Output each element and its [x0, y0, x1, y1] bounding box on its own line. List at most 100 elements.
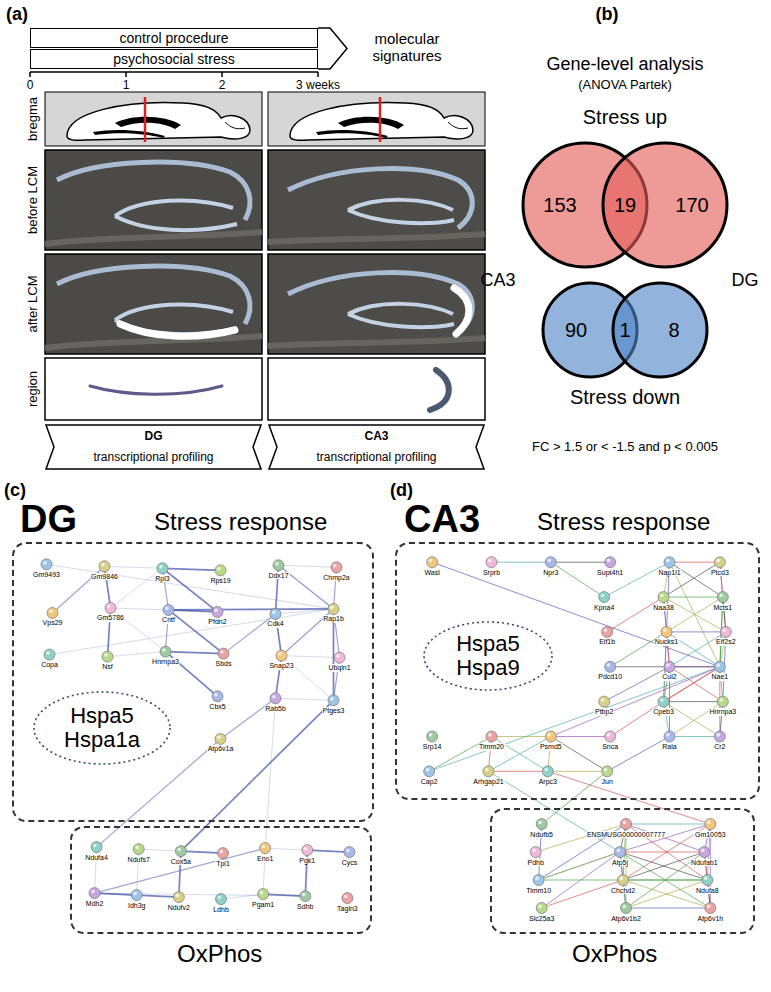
- interaction-line: [169, 609, 334, 610]
- interaction-line: [489, 771, 548, 772]
- set-title: Stress up: [583, 106, 667, 129]
- node-highlight: [716, 663, 720, 667]
- node-highlight: [617, 849, 621, 853]
- interaction-line: [492, 562, 551, 563]
- gene-label: Srp14: [422, 743, 443, 751]
- node-highlight: [538, 821, 542, 825]
- interaction-line: [551, 736, 607, 771]
- gene-label: Pdhb: [526, 859, 544, 867]
- protein-node: [615, 847, 626, 858]
- ca3-region: [430, 370, 449, 410]
- node-highlight: [272, 695, 276, 699]
- node-highlight: [620, 877, 624, 881]
- section-image: [268, 254, 485, 354]
- node-highlight: [601, 698, 605, 702]
- gene-label: Gm9493: [32, 571, 61, 579]
- gene-label: Mdh2: [85, 900, 105, 908]
- venn-count: 90: [565, 319, 587, 342]
- gene-label: Ndufa4: [84, 854, 109, 862]
- venn-count: 1: [619, 319, 630, 342]
- venn-circle: [543, 283, 637, 377]
- protein-node: [661, 626, 672, 637]
- node-highlight: [429, 559, 433, 563]
- protein-node: [530, 847, 541, 858]
- gene-label: Nsf: [101, 663, 114, 671]
- protein-node: [486, 731, 497, 742]
- gene-label: Eif1b: [598, 638, 616, 646]
- gene-label: Atp5j: [611, 859, 629, 867]
- gene-label: Ldhb: [212, 906, 230, 914]
- node-highlight: [159, 565, 163, 569]
- gene-label: Ubqln1: [327, 664, 351, 672]
- protein-node: [621, 819, 632, 830]
- gene-label: Cdk4: [266, 620, 284, 628]
- node-highlight: [278, 652, 282, 656]
- interaction-line: [670, 562, 720, 667]
- gene-label: Cr2: [713, 743, 726, 751]
- gene-label: Atp6v1h: [696, 915, 724, 923]
- protein-node: [605, 557, 616, 568]
- gene-label: Chchd2: [610, 887, 636, 895]
- protein-node: [342, 893, 353, 904]
- node-highlight: [135, 846, 139, 850]
- protein-node: [714, 731, 725, 742]
- gene-label: Naa38: [652, 604, 675, 612]
- interaction-line: [47, 564, 334, 609]
- node-highlight: [333, 564, 337, 568]
- gene-label: Ndufb5: [529, 831, 554, 839]
- protein-node: [621, 903, 632, 914]
- gene-label: Gm5786: [96, 614, 125, 622]
- interaction-line: [432, 562, 720, 667]
- interaction-line: [181, 851, 223, 853]
- protein-node: [331, 562, 342, 573]
- module-title: Stress response: [154, 508, 327, 536]
- hub-ellipse: Hspa5Hspa9: [422, 620, 554, 692]
- ellipse-shape: [424, 622, 552, 690]
- node-highlight: [262, 845, 266, 849]
- protein-node: [699, 847, 710, 858]
- node-highlight: [275, 562, 279, 566]
- gene-name: Hspa5: [70, 704, 134, 728]
- gene-label: Arhgap21: [472, 778, 504, 786]
- node-highlight: [601, 594, 605, 598]
- interaction-line: [137, 895, 179, 897]
- panel-letter: (a): [6, 4, 28, 25]
- output-label: molecular signatures: [352, 30, 462, 65]
- gene-label: Pgam1: [251, 901, 275, 909]
- protein-node: [618, 875, 629, 886]
- node-highlight: [175, 894, 179, 898]
- gene-name: Hspa9: [456, 656, 520, 680]
- row-label: region: [26, 371, 41, 407]
- set-name: DG: [732, 270, 759, 291]
- gene-label: Nap1l1: [657, 569, 681, 577]
- gene-label: Snca: [601, 743, 619, 751]
- gene-label: Ndufab1: [690, 859, 718, 867]
- protein-node: [270, 693, 281, 704]
- node-highlight: [165, 607, 169, 611]
- gene-label: Npr3: [542, 569, 559, 577]
- protein-node: [212, 691, 223, 702]
- node-highlight: [217, 567, 221, 571]
- node-highlight: [719, 594, 723, 598]
- chevron-arrow: [318, 28, 347, 69]
- interaction-line: [50, 609, 334, 655]
- interaction-line: [626, 824, 710, 825]
- protein-node: [47, 607, 58, 618]
- protein-node: [427, 731, 438, 742]
- gene-label: Wasl: [424, 569, 441, 577]
- gene-label: Timm20: [478, 743, 505, 751]
- interaction-line: [670, 562, 720, 563]
- gene-label: Chmp2a: [322, 574, 350, 582]
- node-highlight: [304, 847, 308, 851]
- interaction-line: [548, 771, 607, 772]
- protein-node: [599, 696, 610, 707]
- protein-node: [427, 557, 438, 568]
- gene-label: Arpc3: [538, 778, 558, 786]
- protein-node: [536, 819, 547, 830]
- interaction-line: [551, 562, 604, 597]
- interaction-line: [307, 850, 349, 852]
- node-highlight: [538, 905, 542, 909]
- venn-circle: [603, 143, 727, 267]
